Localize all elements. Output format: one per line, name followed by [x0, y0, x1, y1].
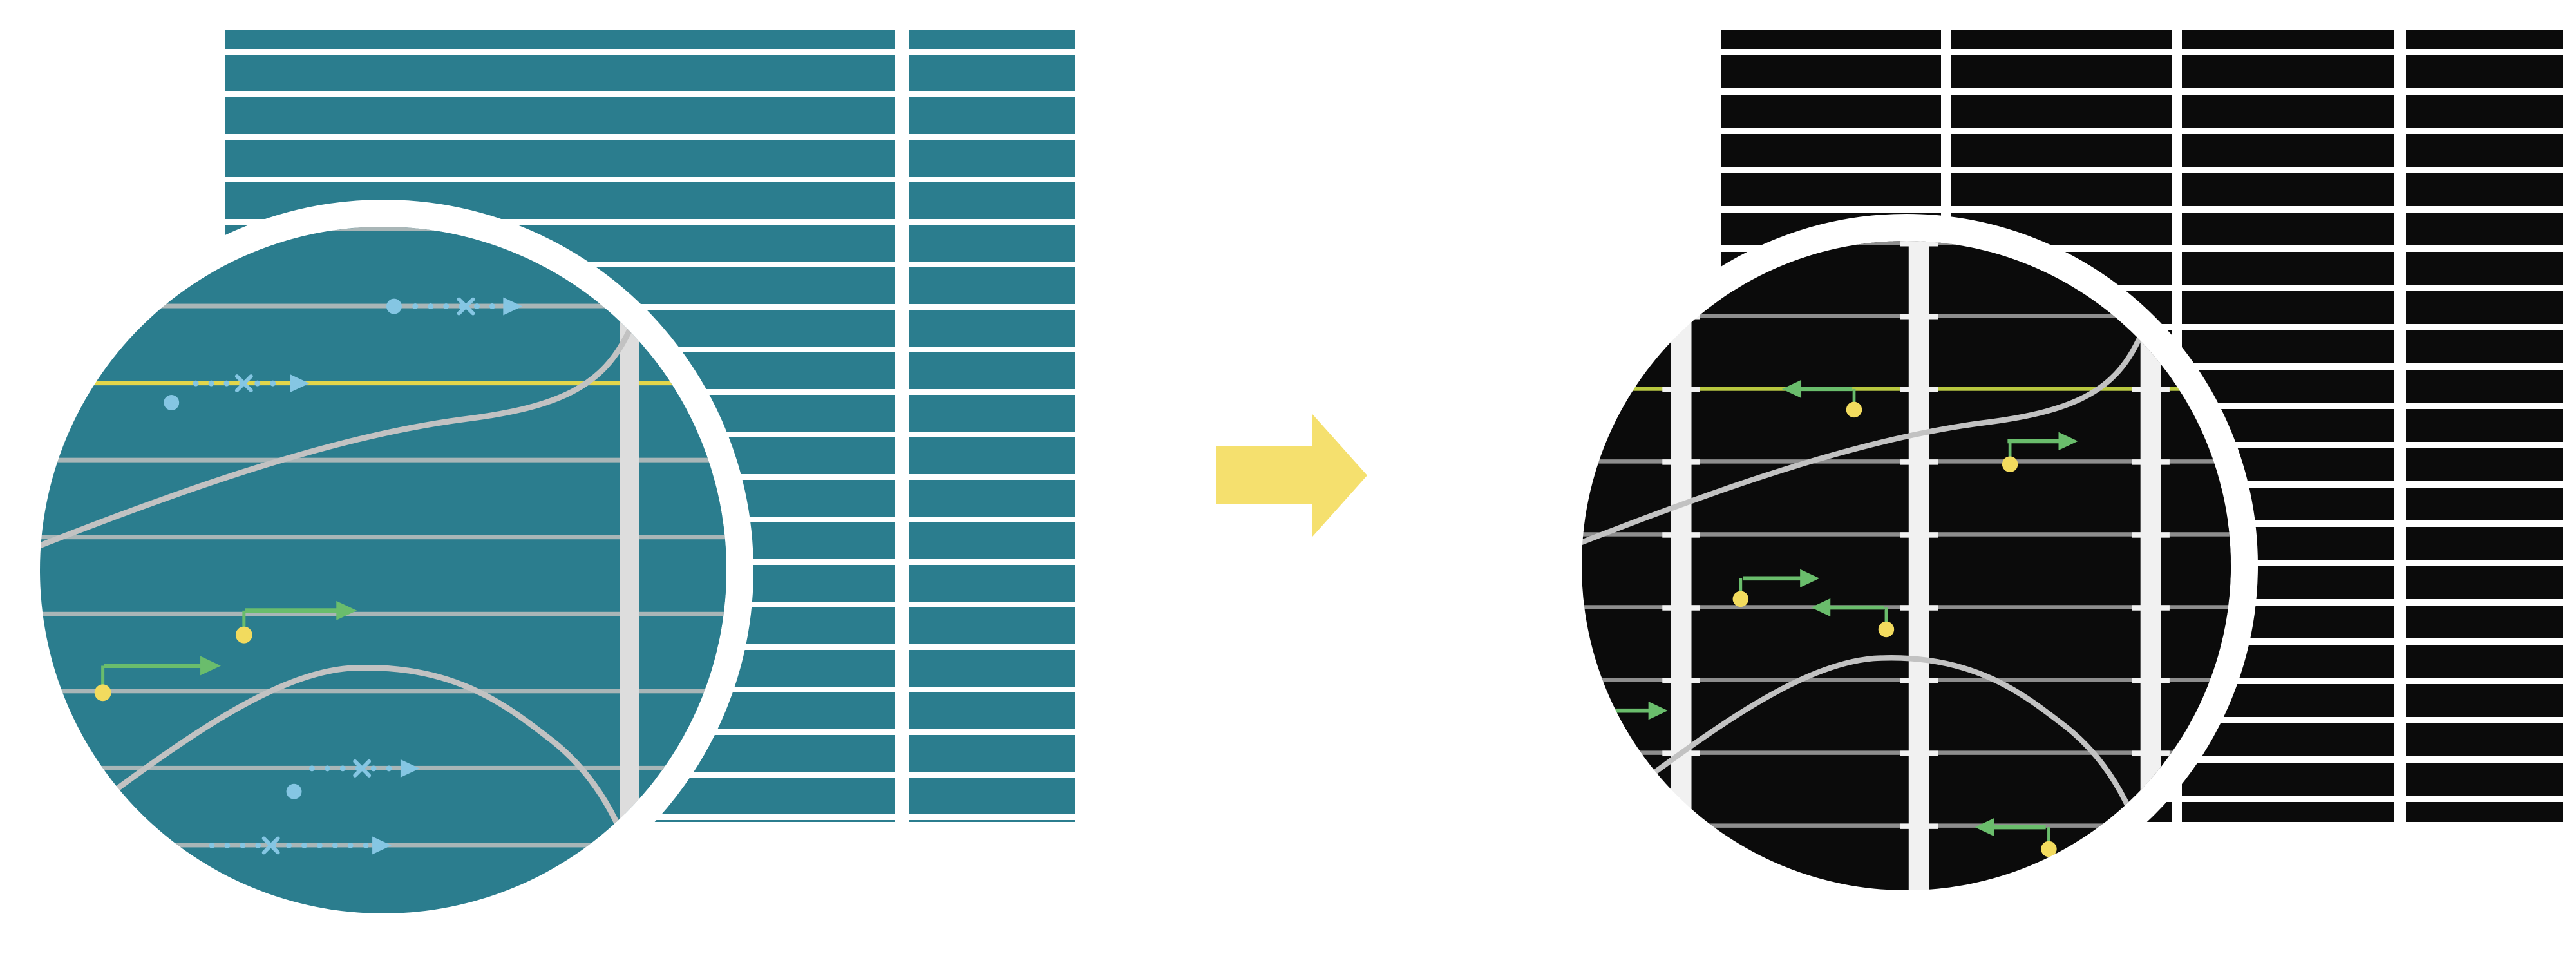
grain-boundary-lower — [1582, 655, 2159, 890]
right-arrow-icon — [1216, 414, 1367, 537]
carrier-markers — [94, 297, 523, 875]
busbar — [1662, 241, 1700, 890]
right-magnifier-circle — [1555, 214, 2258, 917]
left-cell-panel-strip — [909, 30, 1075, 822]
carrier-markers — [1587, 379, 2078, 857]
arrow-shape — [1216, 414, 1367, 537]
grain-boundary-lower — [40, 665, 650, 913]
right-cell-column-4 — [2406, 30, 2563, 822]
busbar — [2132, 241, 2170, 890]
left-magnifier-circle — [13, 200, 753, 941]
grain-boundary-upper — [1582, 247, 2166, 546]
left-magnifier-graphics — [40, 233, 658, 913]
finger-grid-lines — [40, 227, 726, 913]
right-magnifier-content — [1582, 241, 2231, 890]
grain-boundary-upper — [40, 233, 658, 549]
left-magnifier-content — [40, 227, 726, 913]
highlighted-finger-line — [40, 381, 726, 386]
right-magnifier-graphics — [1582, 247, 2166, 890]
busbar — [1900, 241, 1938, 890]
